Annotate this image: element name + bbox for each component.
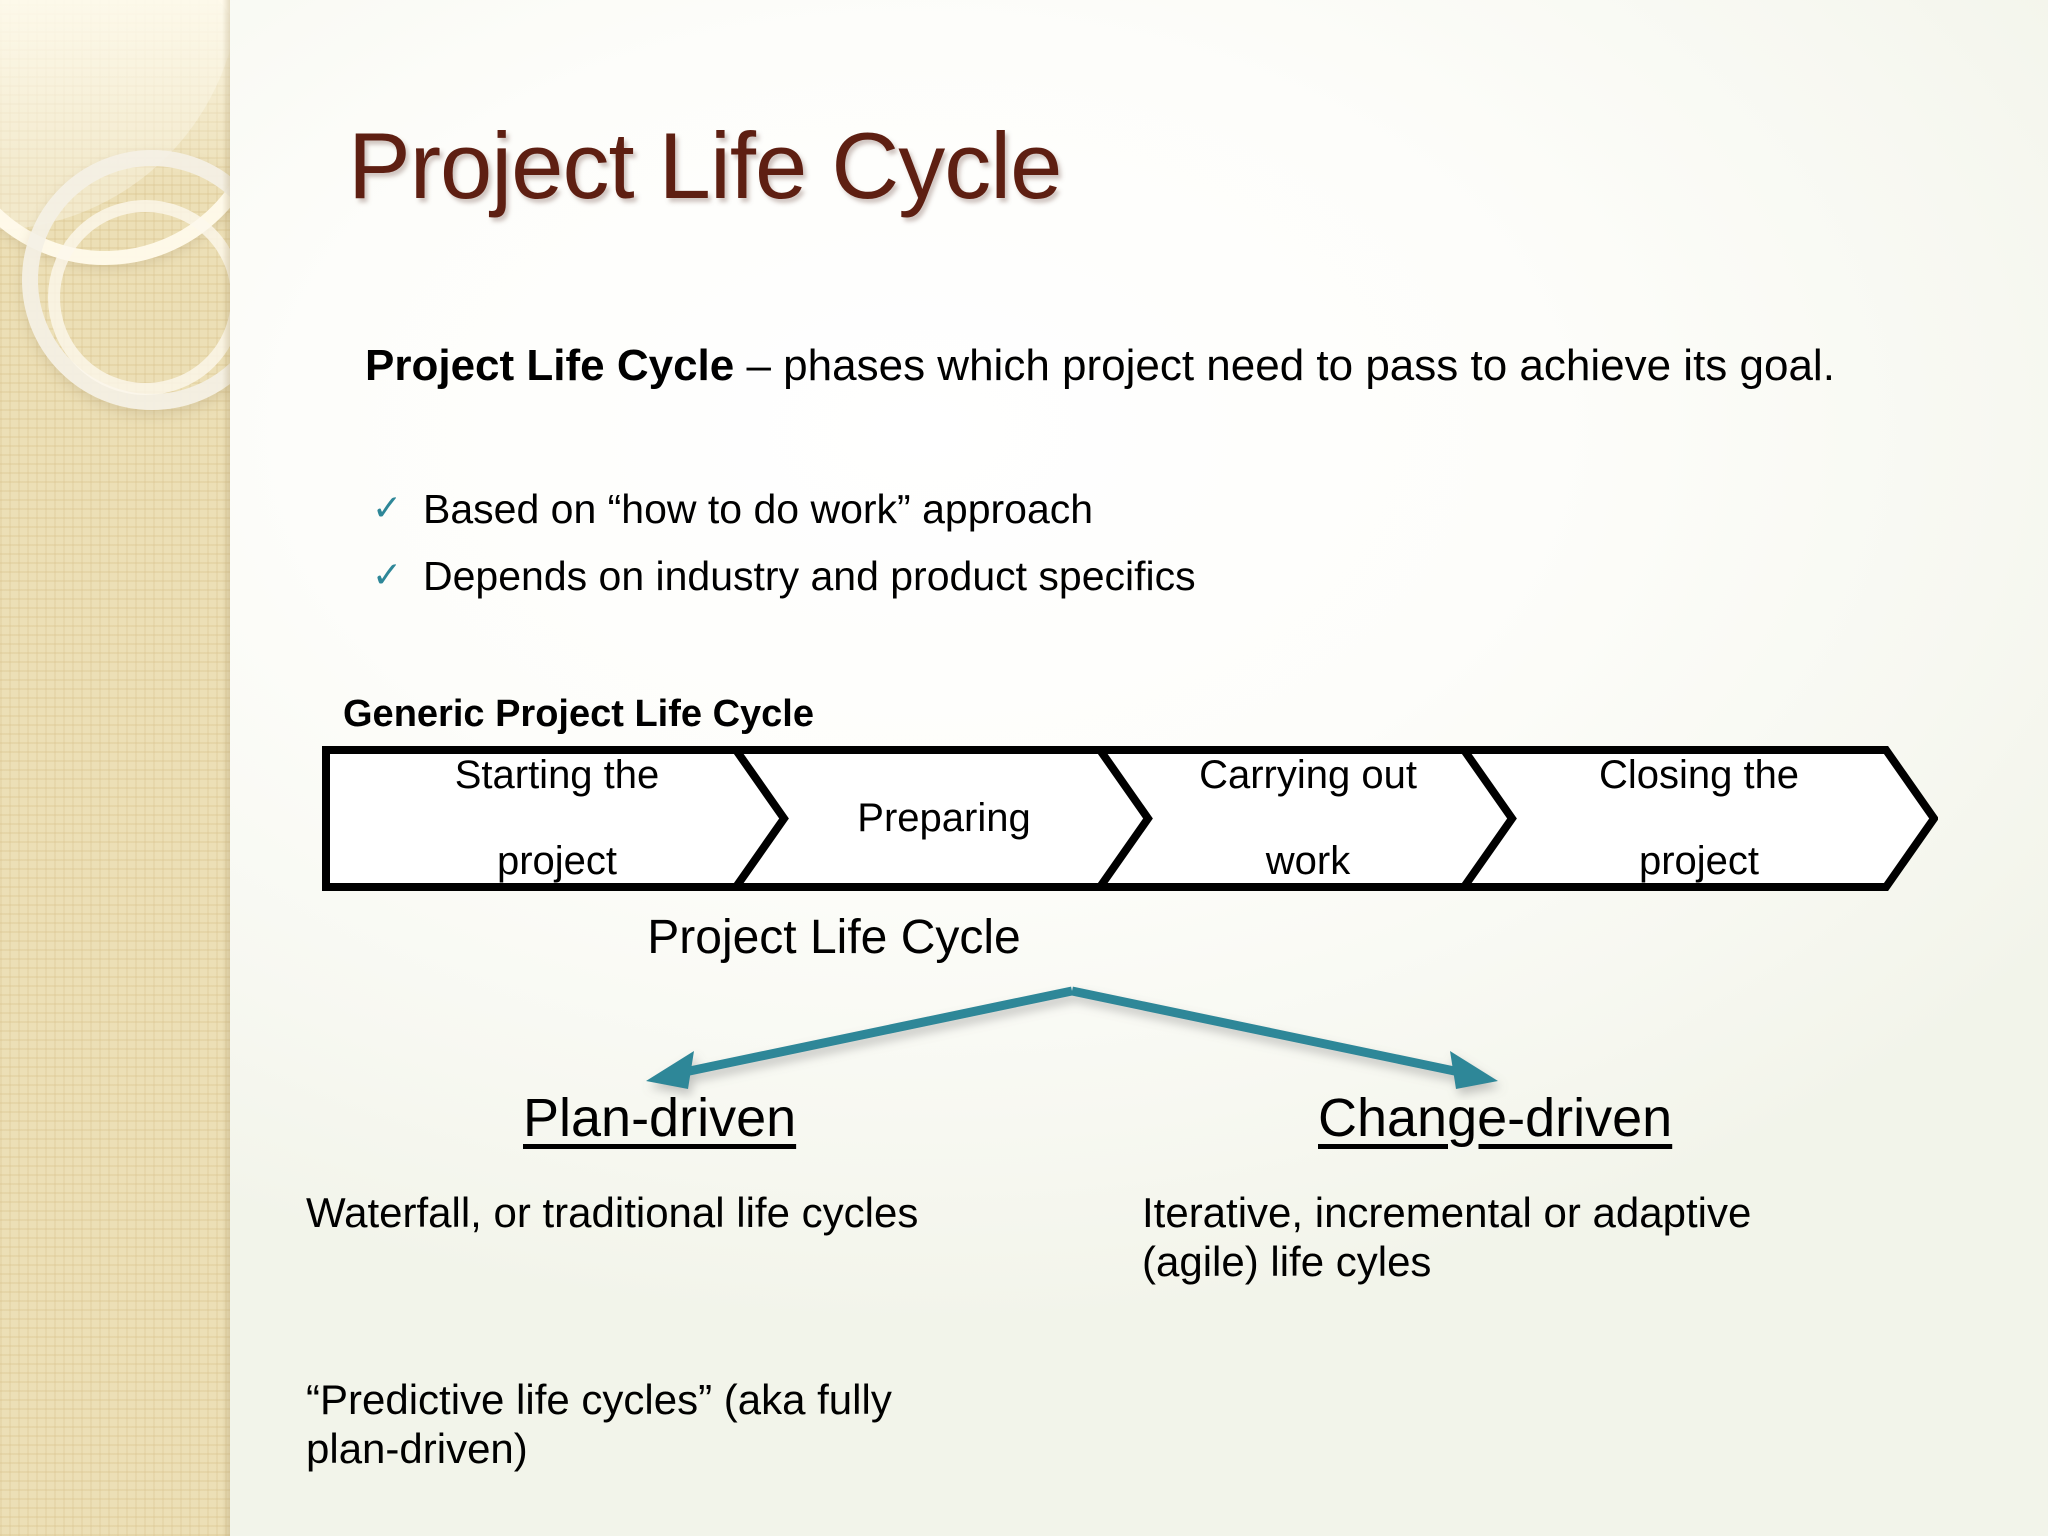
list-item-label: Depends on industry and product specific… <box>423 553 1196 600</box>
arrow-left-head-icon <box>646 1051 694 1089</box>
process-step-3-line1: Carrying out <box>1199 753 1417 798</box>
check-icon: ✓ <box>372 554 403 596</box>
process-step-1-line2: project <box>496 838 618 883</box>
checklist: ✓ Based on “how to do work” approach ✓ D… <box>365 485 1865 620</box>
process-step-3: Carrying out work <box>1096 746 1520 891</box>
lead-paragraph: Project Life Cycle – phases which projec… <box>365 340 1990 391</box>
decorative-sidebar <box>0 0 230 1536</box>
change-driven-description: Iterative, incremental or adaptive (agil… <box>1142 1189 1752 1286</box>
list-item: ✓ Depends on industry and product specif… <box>365 552 1865 600</box>
diagram-caption-wrap: Project Life Cycle <box>0 910 2048 965</box>
arrow-left-icon <box>679 986 1073 1078</box>
process-step-2-line1: Preparing <box>857 796 1031 841</box>
branch-label-plan-driven: Plan-driven <box>523 1088 797 1148</box>
list-item: ✓ Based on “how to do work” approach <box>365 485 1865 533</box>
process-flow-diagram: Starting the project Preparing Carrying … <box>322 746 2014 891</box>
branch-arrows <box>620 985 1520 1100</box>
branch-label-change-driven: Change-driven <box>1318 1088 1673 1148</box>
page-title: Project Life Cycle <box>348 113 1062 218</box>
process-step-4-line2: project <box>1638 838 1760 883</box>
arrow-right-icon <box>1071 986 1465 1078</box>
process-step-3-line2: work <box>1265 838 1351 883</box>
diagram-caption: Project Life Cycle <box>647 911 1021 964</box>
predictive-life-cycles-note: “Predictive life cycles” (aka fully plan… <box>306 1376 892 1473</box>
process-step-4: Closing the project <box>1460 746 1938 891</box>
sidebar-edge-shadow <box>222 0 230 1536</box>
process-step-2: Preparing <box>732 746 1156 891</box>
diagram-heading: Generic Project Life Cycle <box>343 693 814 735</box>
list-item-label: Based on “how to do work” approach <box>423 486 1094 532</box>
process-step-4-line1: Closing the <box>1598 753 1800 798</box>
chevron-shape-icon <box>1460 746 1938 891</box>
decorative-ring-small-icon <box>48 200 230 395</box>
branch-arrows-svg <box>646 986 1498 1089</box>
lead-bold-term: Project Life Cycle <box>365 341 735 390</box>
check-icon: ✓ <box>372 487 403 528</box>
process-step-1-line1: Starting the <box>454 753 660 798</box>
arrow-group <box>646 986 1498 1089</box>
plan-driven-description: Waterfall, or traditional life cycles <box>306 1189 919 1236</box>
process-step-1: Starting the project <box>322 746 792 891</box>
arrow-right-head-icon <box>1450 1051 1498 1089</box>
lead-rest-text: – phases which project need to pass to a… <box>734 341 1835 390</box>
